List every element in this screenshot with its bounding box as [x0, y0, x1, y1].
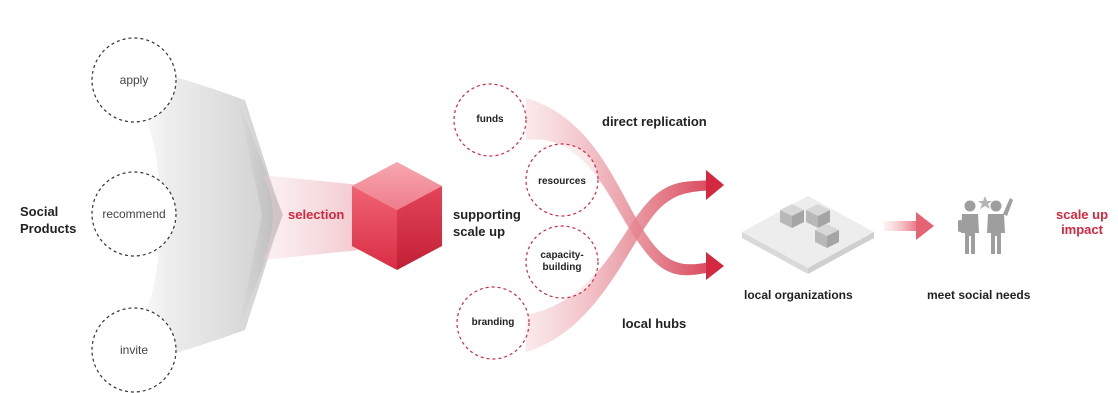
band-local-hubs	[526, 180, 712, 352]
funnel-arrow	[105, 60, 282, 370]
channel-circle-apply	[91, 37, 177, 123]
people-icon	[958, 196, 1013, 254]
channel-label-recommend: recommend	[102, 207, 166, 221]
path-label-direct-replication: direct replication	[602, 114, 707, 129]
channel-circle-invite	[91, 307, 177, 393]
local-orgs-label: local organizations	[744, 288, 853, 302]
support-circle-funds	[453, 83, 527, 157]
channel-label-invite: invite	[119, 343, 149, 357]
support-circle-resources	[525, 143, 599, 217]
blocks-icon	[742, 196, 874, 274]
support-label-branding: branding	[471, 317, 515, 328]
impact-arrow	[884, 212, 934, 240]
support-label-capacity: capacity- building	[540, 250, 584, 273]
impact-label: scale up impact	[1056, 207, 1109, 237]
needs-label: meet social needs	[927, 288, 1031, 302]
channel-label-apply: apply	[119, 73, 149, 87]
arrow-head-bottom	[706, 252, 724, 280]
support-label-funds: funds	[476, 114, 504, 125]
arrow-head-top	[706, 170, 724, 200]
band-direct-replication	[526, 98, 712, 276]
channel-circle-recommend	[91, 171, 177, 257]
selection-label: selection	[288, 207, 345, 222]
source-label: Social Products	[20, 204, 77, 236]
cube-icon	[352, 162, 442, 270]
support-label: supporting scale up	[453, 207, 521, 239]
selection-fan	[262, 175, 360, 260]
support-label-resources: resources	[538, 176, 586, 187]
support-circle-branding	[456, 286, 530, 360]
path-label-local-hubs: local hubs	[622, 316, 687, 331]
support-circle-capacity	[525, 225, 599, 299]
